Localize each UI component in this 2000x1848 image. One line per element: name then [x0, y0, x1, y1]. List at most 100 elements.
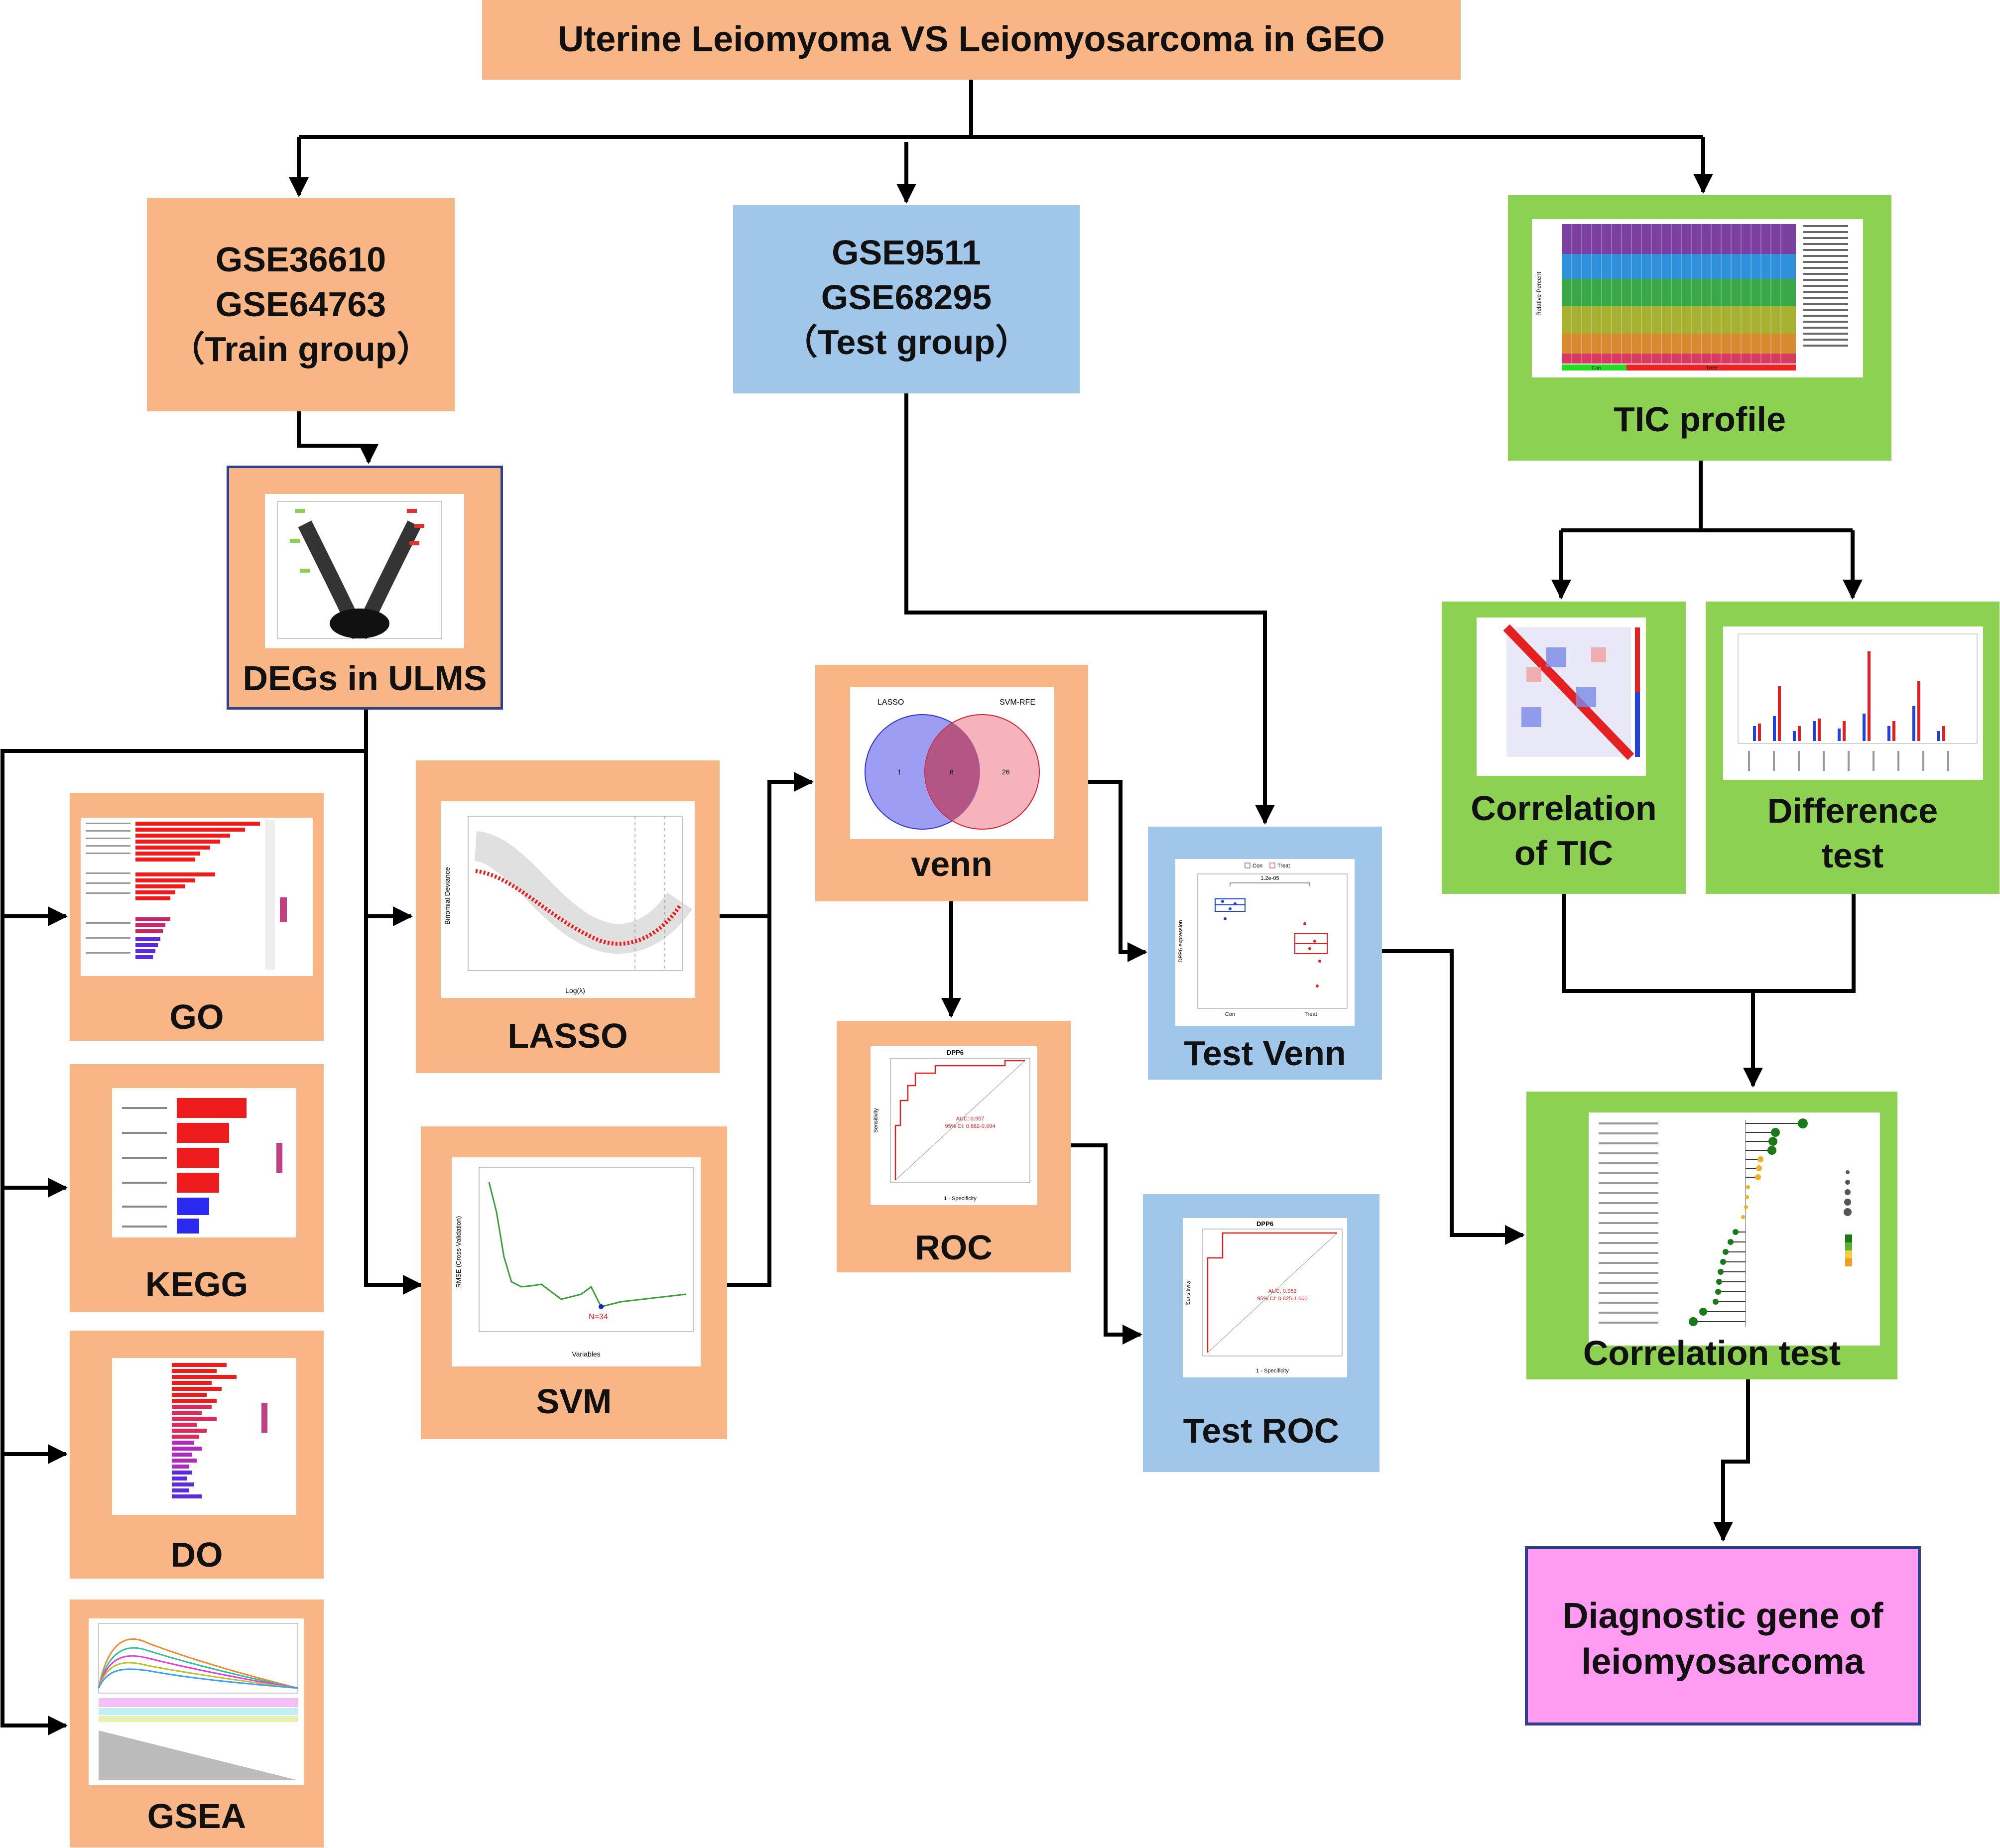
- lasso-plot: Binomial Deviance Log(λ): [443, 816, 692, 994]
- title-node: Uterine Leiomyoma VS Leiomyosarcoma in G…: [482, 0, 1461, 80]
- gsea-node: GSEA: [70, 1600, 324, 1848]
- venn-right-count: 26: [1002, 768, 1010, 776]
- venn-left-set: LASSO: [877, 698, 904, 707]
- roc-ci: 95% CI: 0.882-0.994: [945, 1123, 996, 1129]
- diagnostic-gene-label: Diagnostic gene of leiomyosarcoma: [1528, 1593, 1918, 1685]
- volcano-plot: [277, 501, 442, 639]
- train-group-node: GSE36610 GSE64763 （Train group）: [147, 198, 455, 411]
- correlation-tic-node: Correlation of TIC: [1442, 602, 1686, 894]
- test-venn-node: Con Treat 1.2e-05 Con Treat DPP6 express…: [1148, 827, 1382, 1080]
- gsea-label: GSEA: [147, 1797, 247, 1836]
- volcano-plot-thumbnail: [265, 494, 464, 648]
- gsea-plot: [98, 1623, 298, 1780]
- kegg-node: KEGG: [70, 1064, 324, 1312]
- go-node: GO: [70, 793, 324, 1041]
- edge-svm-venn: [727, 916, 771, 1287]
- svm-node: N=34 Variables RMSE (Cross-Validation) S…: [421, 1126, 727, 1439]
- venn-diagram: LASSO SVM-RFE 1 8 26: [865, 698, 1040, 830]
- roc-node: DPP6 AUC: 0.957 95% CI: 0.882-0.994 1 - …: [837, 1021, 1071, 1272]
- x-treat: Treat: [1304, 1011, 1317, 1017]
- kegg-label: KEGG: [145, 1265, 249, 1304]
- tic-ylabel: Relative Percent: [1535, 271, 1542, 316]
- svm-xlabel: Variables: [572, 1350, 600, 1358]
- test-roc-gene: DPP6: [1256, 1220, 1273, 1228]
- edge-train-degs: [297, 411, 378, 464]
- lasso-ylabel: Binomial Deviance: [443, 867, 451, 925]
- venn-left-count: 1: [897, 768, 901, 776]
- tic-profile-thumbnail: Relative Percent Con Treat: [1532, 219, 1863, 377]
- venn-thumbnail: LASSO SVM-RFE 1 8 26: [850, 687, 1054, 839]
- do-node: DO: [70, 1331, 324, 1579]
- kegg-barplot: [122, 1098, 282, 1233]
- go-barplot: [86, 820, 287, 970]
- correlation-test-node: Correlation test: [1526, 1092, 1897, 1379]
- lasso-node: Binomial Deviance Log(λ) LASSO: [416, 760, 720, 1073]
- test-group-caption: （Test group）: [782, 323, 1030, 362]
- roc-gene: DPP6: [947, 1049, 964, 1056]
- diagnostic-gene-node: Diagnostic gene of leiomyosarcoma: [1525, 1546, 1921, 1725]
- gsea-plot-thumbnail: [89, 1618, 304, 1785]
- svm-annotation: N=34: [589, 1313, 608, 1321]
- test-roc-ci: 95% CI: 0.825-1.000: [1257, 1296, 1308, 1302]
- venn-right-set: SVM-RFE: [1000, 698, 1035, 707]
- tic-profile-label: TIC profile: [1613, 400, 1786, 439]
- difference-violin-thumbnail: [1723, 626, 1983, 780]
- roc-label: ROC: [915, 1228, 993, 1267]
- edge-degs-svm: [364, 710, 423, 1295]
- correlation-tic-line-2: of TIC: [1514, 834, 1614, 872]
- edge-test-testvenn: [904, 393, 1275, 825]
- tic-treat-label: Treat: [1706, 366, 1718, 371]
- roc-xlabel: 1 - Specificity: [944, 1196, 977, 1202]
- go-barplot-thumbnail: [81, 818, 313, 976]
- test-venn-pvalue: 1.2e-05: [1260, 875, 1279, 881]
- test-venn-ylabel: DPP6 expression: [1178, 920, 1184, 963]
- venn-label: venn: [911, 845, 993, 883]
- difference-test-node: Difference test: [1706, 602, 2000, 894]
- expression-boxplot: Con Treat 1.2e-05 Con Treat DPP6 express…: [1178, 862, 1348, 1017]
- venn-node: LASSO SVM-RFE 1 8 26 venn: [815, 665, 1088, 901]
- correlation-test-label: Correlation test: [1583, 1334, 1841, 1372]
- diagnostic-line-2: leiomyosarcoma: [1581, 1642, 1865, 1682]
- test-venn-thumbnail: Con Treat 1.2e-05 Con Treat DPP6 express…: [1175, 859, 1355, 1026]
- correlation-heatmap-thumbnail: [1477, 617, 1646, 776]
- test-roc-xlabel: 1 - Specificity: [1256, 1368, 1289, 1374]
- degs-node: DEGs in ULMS: [227, 466, 503, 710]
- train-dataset-1: GSE36610: [215, 240, 386, 279]
- test-roc-label: Test ROC: [1183, 1411, 1340, 1450]
- svm-label: SVM: [536, 1382, 612, 1421]
- difference-test-line-1: Difference: [1767, 791, 1938, 830]
- test-group-node: GSE9511 GSE68295 （Test group）: [733, 205, 1080, 393]
- test-roc-node: DPP6 AUC: 0.963 95% CI: 0.825-1.000 1 - …: [1143, 1194, 1379, 1472]
- diagnostic-line-1: Diagnostic gene of: [1562, 1596, 1883, 1636]
- tic-profile-node: Relative Percent Con Treat TIC profile: [1508, 195, 1891, 461]
- edge-to-diagnostic: [1713, 1379, 1750, 1542]
- kegg-barplot-thumbnail: [112, 1088, 296, 1237]
- lasso-plot-thumbnail: Binomial Deviance Log(λ): [441, 801, 695, 998]
- difference-test-line-2: test: [1821, 836, 1884, 875]
- correlation-tic-label: Correlation of TIC: [1442, 786, 1686, 875]
- test-venn-label: Test Venn: [1184, 1034, 1346, 1073]
- test-roc-thumbnail: DPP6 AUC: 0.963 95% CI: 0.825-1.000 1 - …: [1183, 1218, 1347, 1377]
- edge-lasso-venn: [720, 772, 814, 918]
- roc-ylabel: Sensitivity: [873, 1108, 879, 1133]
- legend-treat: Treat: [1277, 863, 1290, 869]
- edge-to-gsea: [0, 916, 68, 1735]
- go-label: GO: [169, 997, 224, 1036]
- venn-overlap-count: 8: [950, 768, 954, 776]
- edge-roc-testroc: [1071, 1143, 1142, 1345]
- train-group-label: GSE36610 GSE64763 （Train group）: [147, 237, 455, 371]
- test-roc-plot: DPP6 AUC: 0.963 95% CI: 0.825-1.000 1 - …: [1185, 1220, 1343, 1374]
- test-group-label: GSE9511 GSE68295 （Test group）: [733, 230, 1080, 365]
- lasso-xlabel: Log(λ): [565, 986, 585, 994]
- do-barplot: [172, 1363, 267, 1498]
- lasso-label: LASSO: [507, 1016, 628, 1055]
- train-group-caption: （Train group）: [170, 330, 432, 369]
- edge-merge: [1562, 894, 1856, 993]
- degs-label: DEGs in ULMS: [243, 659, 487, 698]
- svm-rfe-plot: N=34 Variables RMSE (Cross-Validation): [455, 1167, 694, 1358]
- x-con: Con: [1225, 1011, 1235, 1017]
- correlation-tic-line-1: Correlation: [1471, 789, 1657, 828]
- tic-con-label: Con: [1592, 366, 1601, 371]
- svm-ylabel: RMSE (Cross-Validation): [455, 1216, 462, 1288]
